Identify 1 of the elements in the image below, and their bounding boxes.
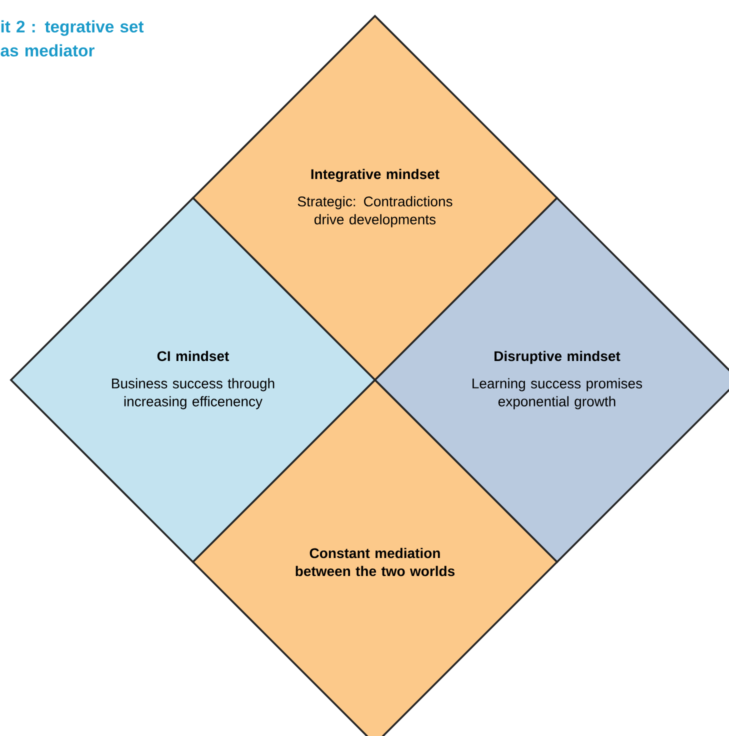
title: it 2 : tegrative set as mediator [0, 20, 144, 57]
